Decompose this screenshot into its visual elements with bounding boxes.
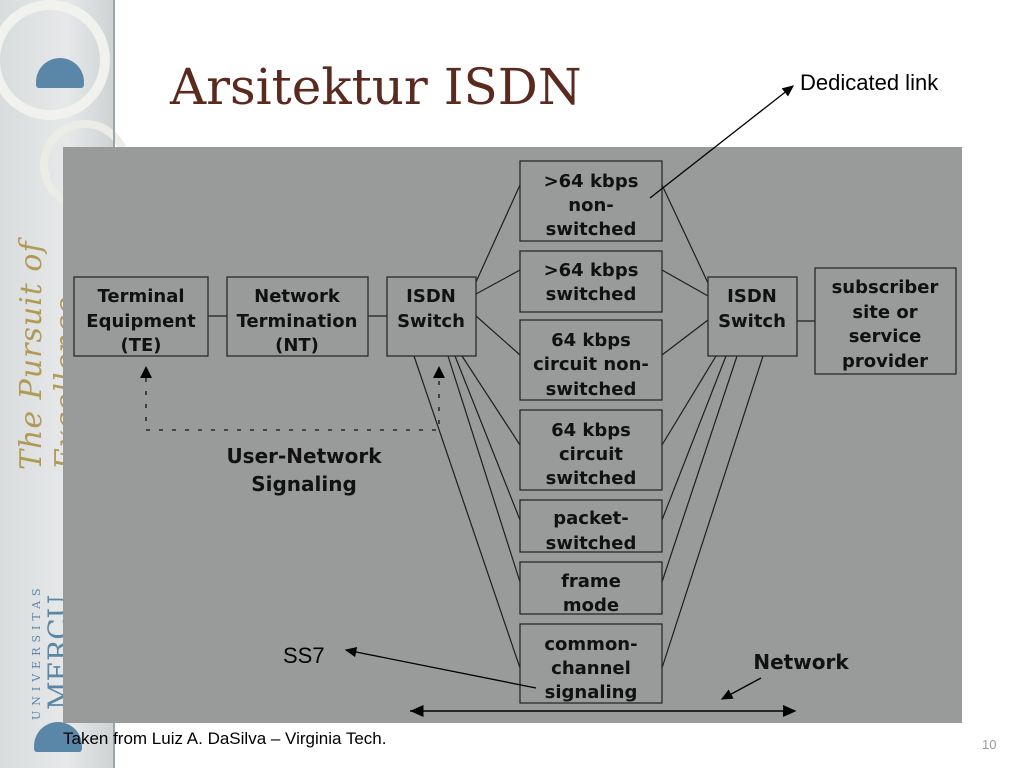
svg-text:packet-: packet- bbox=[553, 508, 628, 529]
dedicated-link-arrow bbox=[649, 85, 795, 199]
source-credit: Taken from Luiz A. DaSilva – Virginia Te… bbox=[63, 729, 387, 748]
service-box-common-channel: common- channel signaling bbox=[519, 623, 663, 704]
service-box-64k-switched: >64 kbps switched bbox=[519, 250, 663, 313]
svg-text:64 kbps: 64 kbps bbox=[551, 330, 631, 351]
svg-text:ISDN: ISDN bbox=[406, 286, 456, 307]
ss7-arrow bbox=[344, 646, 537, 689]
svg-text:channel: channel bbox=[551, 658, 631, 679]
svg-text:Equipment: Equipment bbox=[86, 311, 196, 332]
slide-title: Arsitektur ISDN bbox=[170, 58, 582, 116]
svg-text:service: service bbox=[849, 326, 922, 347]
isdn-switch-right-box: ISDN Switch bbox=[707, 276, 798, 357]
svg-text:circuit: circuit bbox=[559, 444, 623, 465]
svg-text:common-: common- bbox=[544, 634, 637, 655]
svg-text:(TE): (TE) bbox=[120, 335, 161, 356]
service-box-packet-switched: packet- switched bbox=[519, 499, 663, 554]
svg-text:>64 kbps: >64 kbps bbox=[544, 171, 639, 192]
svg-text:mode: mode bbox=[563, 595, 619, 616]
svg-text:Network: Network bbox=[254, 286, 341, 307]
user-network-signaling-path bbox=[140, 366, 445, 431]
subscriber-box: subscriber site or service provider bbox=[814, 267, 957, 375]
svg-text:>64 kbps: >64 kbps bbox=[544, 260, 639, 281]
svg-text:circuit non-: circuit non- bbox=[533, 354, 649, 375]
svg-text:Terminal: Terminal bbox=[97, 286, 184, 307]
svg-text:signaling: signaling bbox=[545, 682, 638, 703]
svg-text:Termination: Termination bbox=[237, 311, 358, 332]
dedicated-link-label: Dedicated link bbox=[800, 70, 939, 95]
svg-text:switched: switched bbox=[546, 468, 637, 489]
service-box-64k-nonswitched: >64 kbps non- switched bbox=[519, 160, 663, 242]
diagram-background bbox=[63, 147, 962, 723]
svg-text:site or: site or bbox=[852, 302, 917, 323]
connector-lines bbox=[208, 184, 815, 669]
svg-text:ISDN: ISDN bbox=[727, 286, 777, 307]
isdn-switch-left-box: ISDN Switch bbox=[386, 276, 477, 357]
svg-text:switched: switched bbox=[546, 219, 637, 240]
svg-text:subscriber: subscriber bbox=[832, 277, 939, 298]
svg-text:non-: non- bbox=[568, 195, 613, 216]
svg-text:Switch: Switch bbox=[397, 311, 465, 332]
network-pointer-arrow bbox=[720, 677, 762, 700]
signaling-label-line2: Signaling bbox=[251, 472, 357, 496]
nt-box: Network Termination (NT) bbox=[226, 276, 369, 357]
svg-text:frame: frame bbox=[561, 571, 621, 592]
page-number: 10 bbox=[982, 737, 997, 752]
service-box-circuit-switched: 64 kbps circuit switched bbox=[519, 409, 663, 491]
svg-text:switched: switched bbox=[546, 533, 637, 554]
svg-text:switched: switched bbox=[546, 284, 637, 305]
service-box-frame-mode: frame mode bbox=[519, 561, 663, 616]
svg-text:(NT): (NT) bbox=[275, 335, 319, 356]
svg-text:Switch: Switch bbox=[718, 311, 786, 332]
network-label: Network bbox=[753, 650, 849, 674]
ss7-label: SS7 bbox=[283, 643, 325, 668]
te-box: Terminal Equipment (TE) bbox=[73, 276, 209, 357]
svg-text:switched: switched bbox=[546, 379, 637, 400]
logo-ring bbox=[0, 0, 110, 120]
signaling-label-line1: User-Network bbox=[226, 444, 382, 468]
svg-text:64 kbps: 64 kbps bbox=[551, 420, 631, 441]
service-box-circuit-nonswitched: 64 kbps circuit non- switched bbox=[519, 319, 663, 401]
svg-text:provider: provider bbox=[842, 351, 928, 372]
